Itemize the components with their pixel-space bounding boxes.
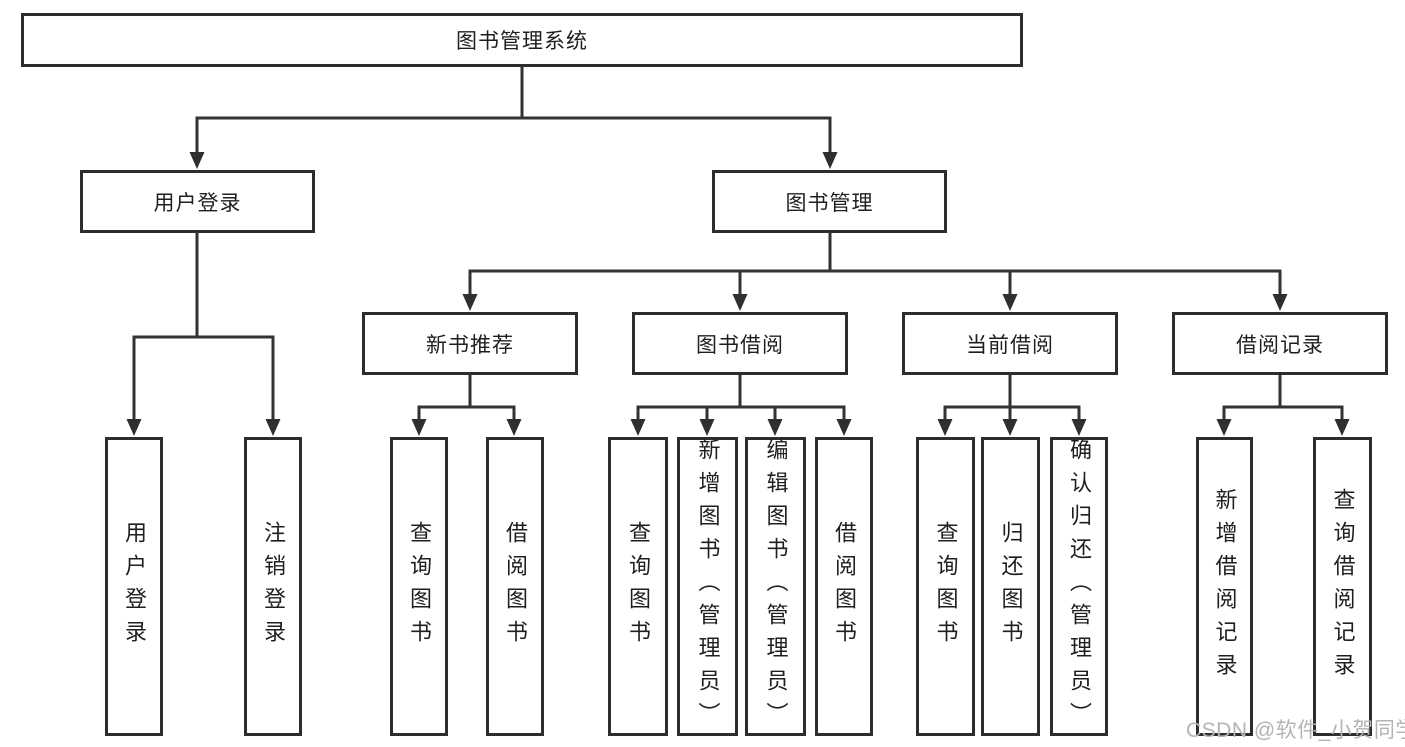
leaf-newbooks-query-books: 查询图书 <box>390 437 448 736</box>
node-user-login: 用户登录 <box>80 170 315 233</box>
leaf-current-query-books: 查询图书 <box>916 437 975 736</box>
leaf-newbooks-borrow-books: 借阅图书 <box>486 437 544 736</box>
node-label: 归还图书 <box>998 520 1024 653</box>
leaf-borrow-add-books-admin: 新增图书（管理员） <box>677 437 738 736</box>
arrow-down-icon <box>1071 419 1087 436</box>
leaf-logout: 注销登录 <box>244 437 302 736</box>
arrow-down-icon <box>1334 419 1350 436</box>
node-label: 借阅图书 <box>832 520 857 653</box>
node-label: 查询图书 <box>407 520 432 653</box>
arrow-down-icon <box>1002 419 1018 436</box>
arrow-down-icon <box>699 419 715 436</box>
node-label: 编辑图书（管理员） <box>763 438 789 735</box>
arrow-down-icon <box>937 419 953 436</box>
arrow-down-icon <box>630 419 646 436</box>
node-book-borrowing: 图书借阅 <box>632 312 848 375</box>
node-label: 借阅图书 <box>503 520 528 653</box>
leaf-borrow-borrow-books: 借阅图书 <box>815 437 873 736</box>
arrow-down-icon <box>822 152 838 169</box>
arrow-down-icon <box>126 419 142 436</box>
node-label: 查询借阅记录 <box>1330 487 1356 686</box>
node-label: 新增图书（管理员） <box>695 438 721 735</box>
node-root: 图书管理系统 <box>21 13 1023 67</box>
arrow-down-icon <box>1216 419 1232 436</box>
leaf-current-return-books: 归还图书 <box>981 437 1040 736</box>
arrow-down-icon <box>506 419 522 436</box>
node-label: 注销登录 <box>261 520 286 653</box>
leaf-borrow-query-books: 查询图书 <box>608 437 668 736</box>
leaf-records-query-record: 查询借阅记录 <box>1313 437 1372 736</box>
arrow-down-icon <box>836 419 852 436</box>
node-label: 查询图书 <box>626 520 651 653</box>
node-label: 用户登录 <box>153 191 242 215</box>
node-label: 确认归还（管理员） <box>1067 438 1092 735</box>
watermark: CSDN @软件_小贺同学 <box>1186 719 1405 742</box>
node-label: 新增借阅记录 <box>1212 487 1238 686</box>
node-borrowing-records: 借阅记录 <box>1172 312 1388 375</box>
leaf-records-add-record: 新增借阅记录 <box>1196 437 1253 736</box>
arrow-down-icon <box>1002 294 1018 311</box>
leaf-borrow-edit-books-admin: 编辑图书（管理员） <box>745 437 806 736</box>
node-book-management: 图书管理 <box>712 170 947 233</box>
arrow-down-icon <box>411 419 427 436</box>
node-label: 图书管理 <box>785 191 874 215</box>
arrow-down-icon <box>1272 294 1288 311</box>
node-label: 图书借阅 <box>696 333 784 357</box>
arrow-down-icon <box>732 294 748 311</box>
arrow-down-icon <box>767 419 783 436</box>
node-label: 查询图书 <box>933 520 959 653</box>
node-current-borrowing: 当前借阅 <box>902 312 1118 375</box>
leaf-user-login: 用户登录 <box>105 437 163 736</box>
node-label: 用户登录 <box>122 520 147 653</box>
node-label: 图书管理系统 <box>456 30 588 53</box>
node-label: 借阅记录 <box>1236 333 1324 357</box>
arrow-down-icon <box>189 152 205 169</box>
node-label: 新书推荐 <box>426 333 514 357</box>
node-new-book-recommendation: 新书推荐 <box>362 312 578 375</box>
arrow-down-icon <box>462 294 478 311</box>
node-label: 当前借阅 <box>966 333 1054 357</box>
arrow-down-icon <box>265 419 281 436</box>
leaf-current-confirm-return-admin: 确认归还（管理员） <box>1050 437 1108 736</box>
